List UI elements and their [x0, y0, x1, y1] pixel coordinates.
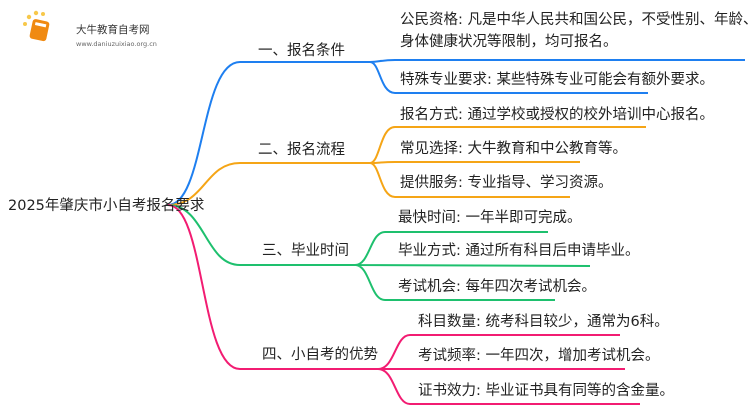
branch-4-child-1: 科目数量: 统考科目较少，通常为6科。 [418, 314, 669, 330]
branch-4-child-lines [377, 334, 640, 405]
logo-title: 大牛教育自考网 [76, 24, 150, 36]
book-logo-icon [23, 10, 50, 42]
branch-3-label: 三、毕业时间 [262, 243, 349, 259]
logo: 大牛教育自考网 www.daniuzuixiao.org.cn [22, 10, 157, 48]
branch-1-line [167, 61, 370, 206]
branch-2-line [167, 162, 370, 206]
branch-2-child-2: 常见选择: 大牛教育和中公教育等。 [400, 141, 627, 157]
branch-2-child-1: 报名方式: 通过学校或授权的校外培训中心报名。 [400, 107, 714, 123]
branch-4-child-3: 证书效力: 毕业证书具有同等的含金量。 [418, 383, 674, 399]
branch-1-label: 一、报名条件 [258, 43, 345, 59]
branch-3-child-1: 最快时间: 一年半即可完成。 [398, 210, 582, 226]
branch-3-child-2: 毕业方式: 通过所有科目后申请毕业。 [398, 243, 640, 259]
logo-url: www.daniuzuixiao.org.cn [76, 40, 157, 48]
branch-2-child-lines [369, 126, 646, 198]
branch-2-label: 二、报名流程 [258, 142, 345, 158]
branch-4-line [167, 204, 378, 370]
branch-1-child-1-line-2: 身体健康状况等限制，均可报名。 [400, 34, 618, 50]
branch-3-line [167, 204, 355, 266]
root-topic: 2025年肇庆市小自考报名要求 [8, 198, 205, 214]
branch-1-child-lines [369, 59, 745, 94]
branch-3-child-3: 考试机会: 每年四次考试机会。 [398, 279, 596, 295]
branch-2-child-3: 提供服务: 专业指导、学习资源。 [400, 175, 613, 191]
branch-3-child-lines [354, 231, 591, 301]
branch-4-child-2: 考试频率: 一年四次，增加考试机会。 [418, 348, 660, 364]
branch-1-child-2: 特殊专业要求: 某些特殊专业可能会有额外要求。 [400, 72, 714, 88]
branch-4-label: 四、小自考的优势 [262, 347, 378, 363]
branch-1-child-1-line-1: 公民资格: 凡是中华人民共和国公民，不受性别、年龄、民族、学历、 [400, 12, 750, 28]
